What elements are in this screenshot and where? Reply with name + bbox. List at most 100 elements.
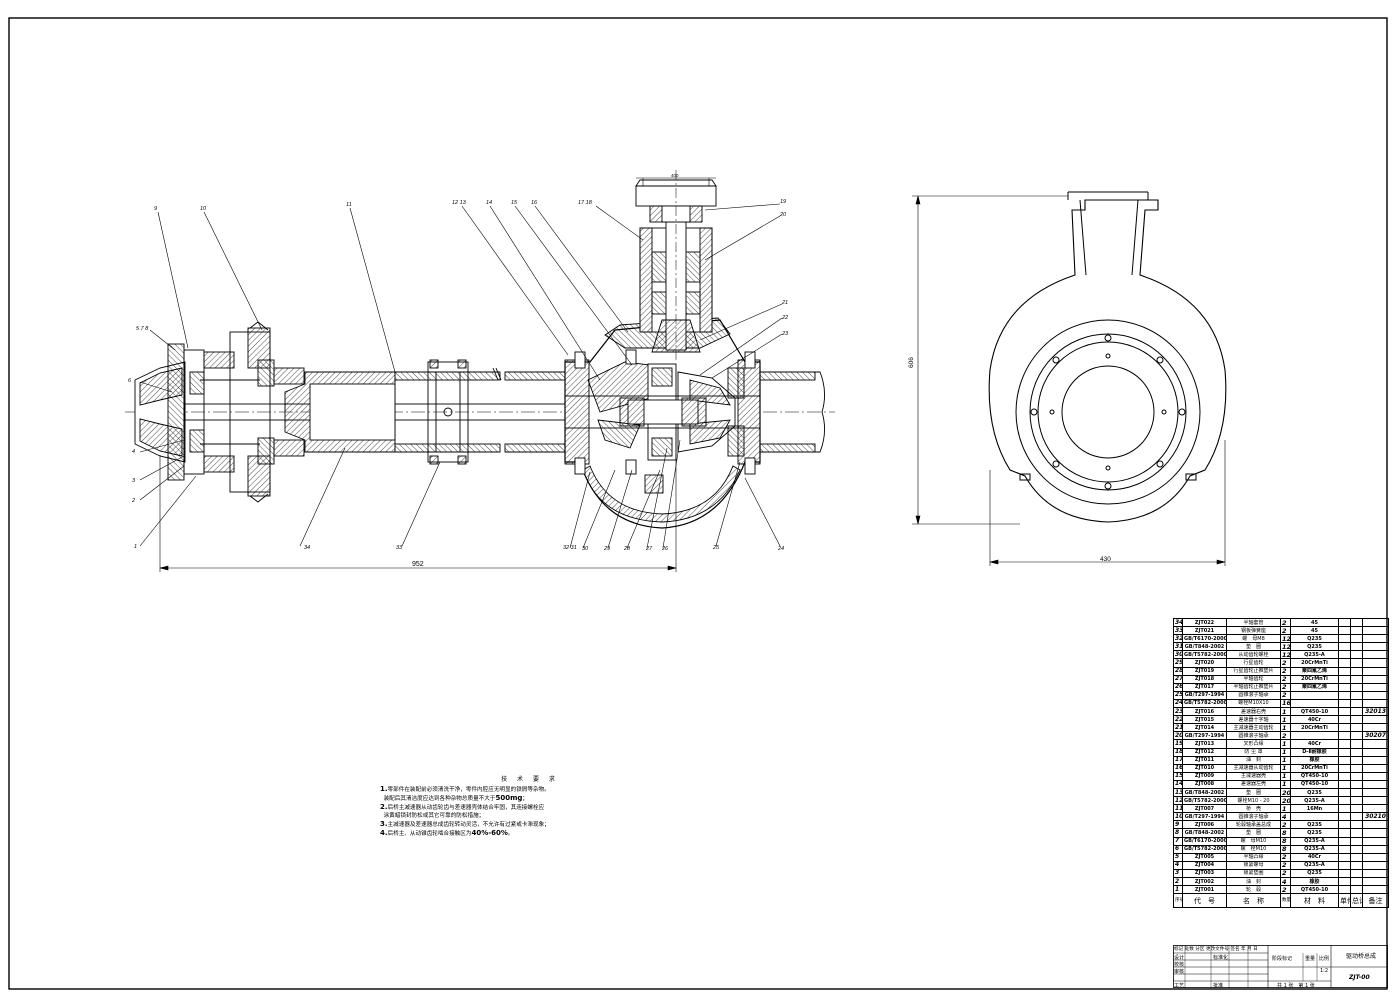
note-line: 2.后桥主减速器从动齿轮齿与差速器壳体结合牢固，其连接螺栓应 — [380, 803, 545, 811]
bom-code: GB/T6170-2000 — [1182, 836, 1227, 846]
bom-total-weight — [1350, 796, 1363, 806]
callout-25: 25 — [712, 545, 720, 551]
notes-title: 技 术 要 求 — [501, 776, 559, 783]
bom-name: 差速器右壳 — [1226, 707, 1281, 717]
bom-note — [1362, 626, 1389, 636]
bom-index: 13 — [1173, 787, 1183, 798]
bom-code: ZJT010 — [1182, 763, 1227, 773]
bom-code: ZJT005 — [1182, 852, 1227, 862]
bom-unit-weight — [1338, 747, 1351, 757]
bom-qty: 2 — [1280, 868, 1291, 879]
bom-note — [1362, 682, 1389, 692]
bom-unit-weight — [1338, 634, 1351, 644]
bom-material: 橡胶 — [1290, 755, 1339, 765]
bom-note — [1362, 658, 1389, 668]
bom-name: 桥 壳 — [1226, 804, 1281, 814]
bom-material: Q235-A — [1290, 796, 1339, 806]
bom-note — [1362, 698, 1389, 709]
bom-note — [1362, 844, 1389, 854]
bom-index: 16 — [1173, 763, 1183, 773]
bom-index: 9 — [1173, 820, 1183, 830]
bom-row: 18ZJT012防 尘 罩1D-Ⅱ耐橡胶 — [1173, 747, 1389, 757]
bom-material: 20CrMnTi — [1290, 658, 1339, 668]
bom-note — [1362, 796, 1389, 806]
bom-code: ZJT016 — [1182, 707, 1227, 717]
bom-total-weight — [1350, 715, 1363, 725]
bom-name: 螺 栓M10 — [1226, 844, 1281, 854]
bom-material: 40Cr — [1290, 715, 1339, 725]
note-line: 装配后其清洁度应达到各种杂物总质量不大于500mg； — [383, 794, 528, 802]
bom-row: 16ZJT010主减速器从动齿轮120CrMnTi — [1173, 763, 1389, 773]
bom-total-weight — [1350, 771, 1363, 781]
bom-header-code: 代 号 — [1182, 893, 1227, 909]
bom-qty: 2 — [1280, 674, 1291, 684]
bom-qty: 12 — [1280, 634, 1291, 644]
bom-total-weight — [1350, 666, 1363, 676]
bom-row: 14ZJT008差速器左壳1QT450-10 — [1173, 779, 1389, 789]
bom-total-weight — [1350, 731, 1363, 741]
bom-total-weight — [1350, 617, 1363, 628]
bom-row: 15ZJT009主减速器壳1QT450-10 — [1173, 771, 1389, 781]
bom-total-weight — [1350, 739, 1363, 749]
bom-qty: 12 — [1280, 642, 1291, 652]
bom-qty: 1 — [1280, 747, 1291, 757]
bom-note — [1362, 747, 1389, 757]
bom-code: ZJT022 — [1182, 617, 1227, 628]
note-line: 1.零部件在装配前必须清洗干净，零件内腔应无明显的铁屑等杂物。 — [380, 785, 550, 793]
bom-code: GB/T848-2002 — [1182, 642, 1227, 652]
bom-name: 半轴齿轮止推垫片 — [1226, 682, 1281, 692]
callout-19: 19 — [780, 199, 786, 205]
tb-check: 校核 — [1174, 962, 1185, 968]
bom-name: 螺栓M10 - 20 — [1226, 796, 1281, 806]
bom-code: ZJT004 — [1182, 860, 1227, 870]
callout-15: 15 — [511, 200, 518, 206]
bom-material: 橡胶 — [1290, 876, 1339, 887]
bom-row: 33ZJT021钢板弹簧座245 — [1173, 626, 1389, 636]
bom-material — [1290, 690, 1339, 700]
bom-index: 1 — [1173, 885, 1183, 895]
bom-header-idx: 序号 — [1173, 893, 1183, 909]
callout-34: 34 — [304, 545, 310, 551]
bom-qty: 2 — [1280, 860, 1291, 870]
bom-code: ZJT008 — [1182, 779, 1227, 789]
bom-qty: 8 — [1280, 844, 1291, 854]
bom-name: 主减速器壳 — [1226, 771, 1281, 781]
callout-labels: 9 10 11 12 13 14 15 16 17 18 19 20 21 22… — [128, 199, 789, 552]
bom-unit-weight — [1338, 763, 1351, 773]
bom-code: ZJT020 — [1182, 658, 1227, 668]
bom-index: 2 — [1173, 876, 1183, 887]
bom-note — [1362, 779, 1389, 789]
bom-note — [1362, 787, 1389, 798]
bom-qty: 2 — [1280, 658, 1291, 668]
bom-index: 28 — [1173, 666, 1183, 676]
title-block-grid — [1173, 945, 1388, 988]
callout-28: 28 — [623, 546, 631, 552]
bom-note — [1362, 739, 1389, 749]
bom-note — [1362, 836, 1389, 846]
bom-name: 螺 母M8 — [1226, 634, 1281, 644]
bom-total-weight — [1350, 885, 1363, 895]
bom-code: ZJT001 — [1182, 885, 1227, 895]
bom-material: 聚四氟乙烯 — [1290, 666, 1339, 676]
bom-index: 29 — [1173, 658, 1183, 668]
bom-unit-weight — [1338, 723, 1351, 733]
note-line: 3.主减速器及差速器总成齿轮转动灵活，不允许有过紧或卡滞现象； — [380, 820, 550, 828]
bolt-holes — [1030, 334, 1186, 490]
bom-qty: 2 — [1280, 820, 1291, 830]
bom-index: 27 — [1173, 674, 1183, 684]
bom-qty: 1 — [1280, 763, 1291, 773]
bom-unit-weight — [1338, 682, 1351, 692]
bom-code: ZJT003 — [1182, 868, 1227, 879]
bom-note — [1362, 666, 1389, 676]
